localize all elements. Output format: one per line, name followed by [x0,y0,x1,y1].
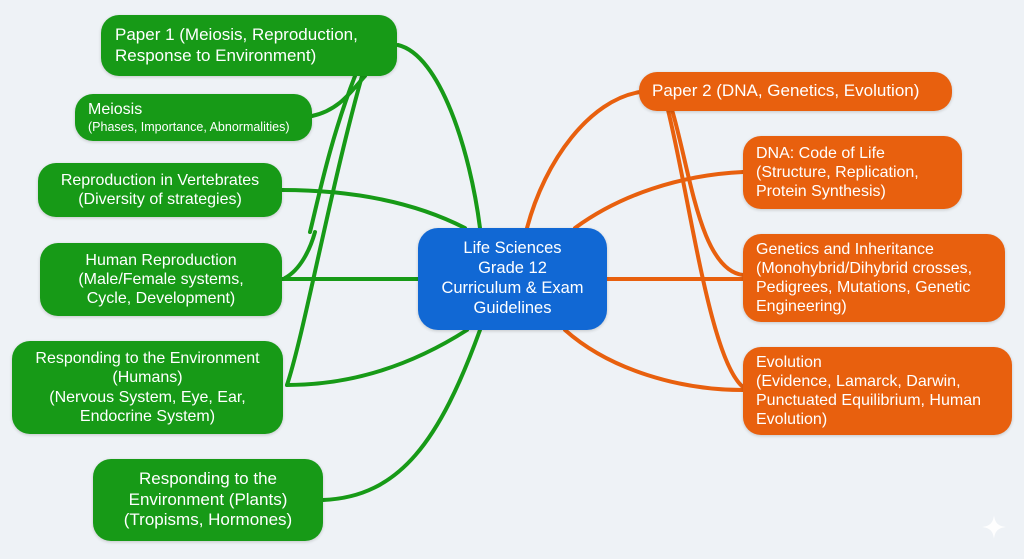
link-paper1-human-repro [283,230,317,280]
topic-node-human-reproduction[interactable]: Human Reproduction (Male/Female systems,… [40,243,282,316]
topic-node-reproduction-vertebrates[interactable]: Reproduction in Vertebrates (Diversity o… [38,163,282,217]
topic-title: Responding to the [139,469,277,489]
topic-detail: Environment (Plants) [128,489,288,509]
topic-title: Human Reproduction [85,251,237,269]
topic-detail: (Nervous System, Eye, Ear, [49,388,246,406]
topic-detail: Pedigrees, Mutations, Genetic [756,279,971,296]
topic-detail: (Tropisms, Hormones) [123,510,293,530]
topic-node-meiosis[interactable]: Meiosis (Phases, Importance, Abnormaliti… [75,94,312,141]
topic-detail: (Structure, Replication, [756,163,919,181]
paper1-node[interactable]: Paper 1 (Meiosis, Reproduction, Response… [101,15,397,76]
topic-node-responding-plants[interactable]: Responding to the Environment (Plants) (… [93,459,323,541]
topic-detail: (Monohybrid/Dihybrid crosses, [756,259,973,277]
paper2-title: Paper 2 (DNA, Genetics, Evolution) [652,81,920,101]
link-center-vertebrates [280,188,467,230]
central-topic-line: Curriculum & Exam [441,279,584,297]
paper1-title: Response to Environment) [115,45,317,65]
topic-detail: Endocrine System) [79,407,216,425]
link-paper1-responding-humans [285,74,364,387]
topic-title: DNA: Code of Life [756,144,885,162]
central-topic-line: Grade 12 [478,259,547,278]
link-center-responding-humans [285,328,469,387]
topic-detail: (Humans) [112,369,183,387]
topic-detail: Protein Synthesis) [756,183,886,201]
topic-title: Meiosis [88,101,143,119]
topic-detail: (Male/Female systems, [78,270,244,288]
link-center-dna [573,170,745,230]
central-topic-line: Guidelines [473,298,552,317]
topic-node-genetics[interactable]: Genetics and Inheritance (Monohybrid/Dih… [743,234,1005,322]
central-topic-line: Life Sciences [463,239,562,258]
topic-detail: (Phases, Importance, Abnormalities) [88,119,290,134]
topic-detail: (Diversity of strategies) [78,191,242,208]
topic-detail: Cycle, Development) [86,290,236,308]
link-center-responding-plants [321,328,482,502]
topic-node-responding-humans[interactable]: Responding to the Environment (Humans) (… [12,341,283,434]
link-center-paper2 [525,90,642,230]
paper1-title: Paper 1 (Meiosis, Reproduction, [115,25,358,45]
central-topic-node[interactable]: Life Sciences Grade 12 Curriculum & Exam… [418,228,607,330]
topic-title: Genetics and Inheritance [756,240,934,258]
topic-detail: Evolution) [756,411,828,429]
topic-title: Responding to the Environment [35,350,260,368]
link-paper2-evolution [666,108,745,389]
topic-title: Evolution [756,353,822,371]
topic-detail: (Evidence, Lamarck, Darwin, [756,372,961,390]
link-center-evolution [563,328,745,392]
topic-title: Reproduction in Vertebrates [60,171,260,189]
topic-node-dna[interactable]: DNA: Code of Life (Structure, Replicatio… [743,136,962,209]
topic-node-evolution[interactable]: Evolution (Evidence, Lamarck, Darwin, Pu… [743,347,1012,435]
link-paper2-genetics [670,108,745,277]
link-paper1-vertebrates [308,74,357,234]
topic-detail: Engineering) [756,298,847,316]
topic-detail: Punctuated Equilibrium, Human [756,392,982,409]
paper2-node[interactable]: Paper 2 (DNA, Genetics, Evolution) [639,72,952,111]
sparkle-icon [982,515,1006,539]
link-center-paper1 [396,43,482,230]
